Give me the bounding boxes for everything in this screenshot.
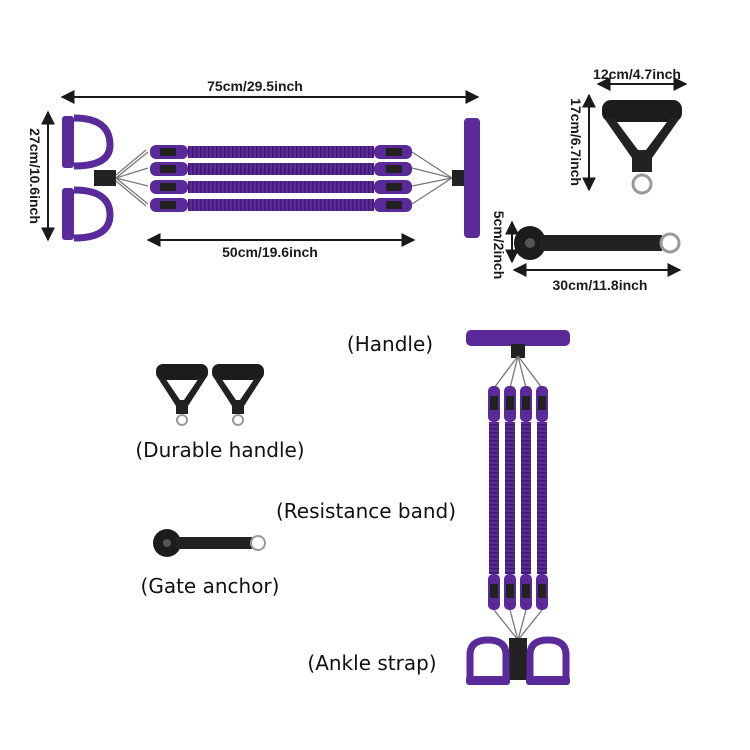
band-length-label: 50cm/19.6inch (222, 244, 318, 260)
pedal-width-label: 27cm/10.6inch (27, 128, 43, 224)
gate-anchor-icon-small (153, 529, 266, 557)
handle-label: (Handle) (347, 332, 433, 356)
handle-left-icon (156, 364, 208, 426)
handle-right-icon (212, 364, 264, 426)
assembly-vertical (466, 330, 570, 685)
t-handle-horizontal (452, 118, 480, 238)
durable-handles-pair (156, 364, 264, 426)
anchor-length-label: 30cm/11.8inch (553, 277, 648, 293)
gate-anchor-icon-large (514, 226, 681, 260)
handle-height-label: 17cm/6.7inch (568, 98, 584, 186)
resistance-band-label: (Resistance band) (276, 499, 456, 523)
ankle-strap-label: (Ankle strap) (307, 651, 436, 675)
anchor-width-label: 5cm/2inch (491, 211, 507, 279)
total-length-label: 75cm/29.5inch (207, 78, 303, 94)
resistance-bands-vertical (489, 422, 547, 574)
t-handle-bar (466, 330, 570, 346)
handle-dimension-detail: 12cm/4.7inch 17cm/6.7inch (568, 66, 688, 195)
ankle-strap-pedals (466, 636, 570, 685)
foot-pedals (62, 114, 116, 242)
gate-anchor-label: (Gate anchor) (141, 574, 280, 598)
anchor-dimension-detail: 5cm/2inch 30cm/11.8inch (491, 211, 682, 293)
right-cords (411, 151, 453, 205)
durable-handle-icon (602, 100, 682, 195)
handle-width-label: 12cm/4.7inch (593, 66, 681, 82)
assembly-horizontal: 75cm/29.5inch 27cm/10.6inch (27, 78, 480, 260)
resistance-bands-horizontal (150, 145, 412, 212)
durable-handle-label: (Durable handle) (135, 438, 304, 462)
left-cords (115, 149, 149, 207)
